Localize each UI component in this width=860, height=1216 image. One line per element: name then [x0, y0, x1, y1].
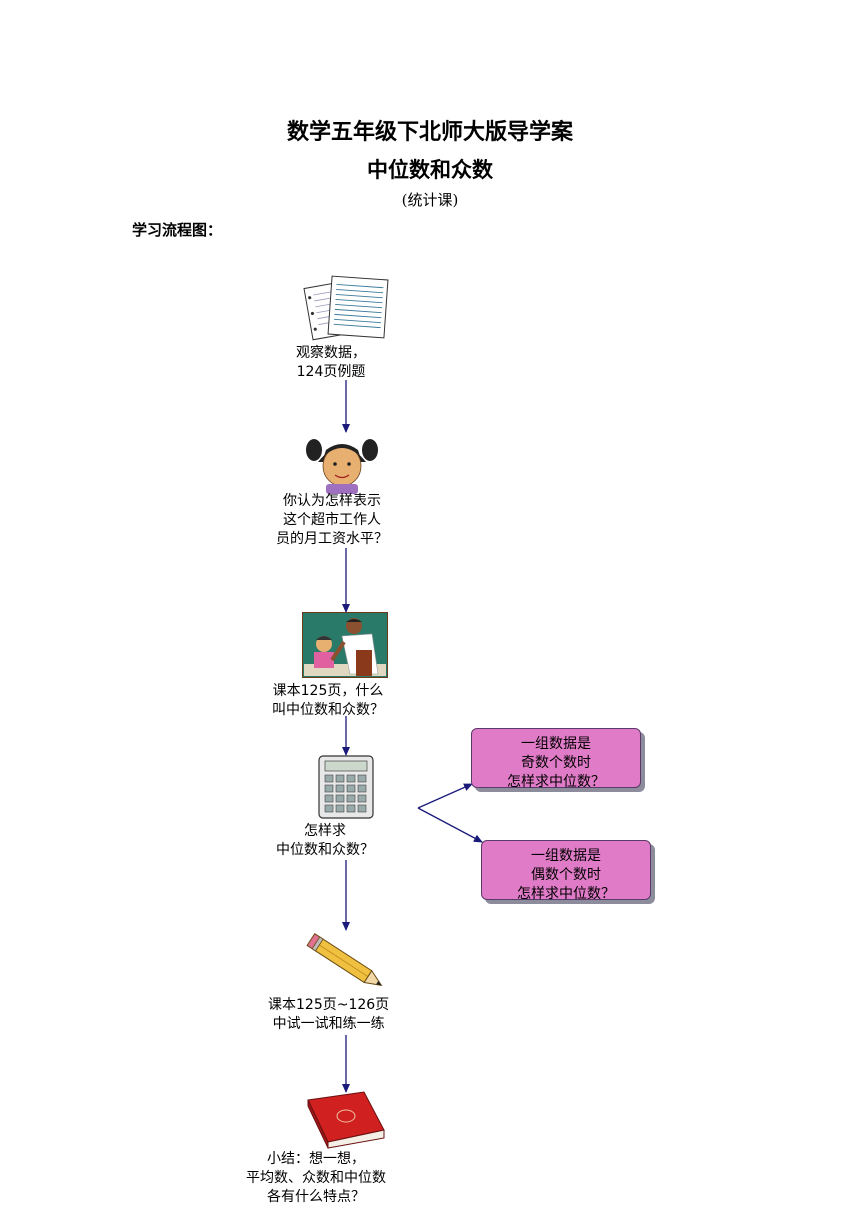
branch-line: 一组数据是	[531, 848, 601, 864]
branch-box-even: 一组数据是 偶数个数时 怎样求中位数？	[481, 840, 651, 902]
step-line: 你认为怎样表示	[283, 493, 381, 509]
step-line: 中位数和众数？	[276, 842, 374, 858]
step-how-to-find: 怎样求 中位数和众数？	[276, 822, 374, 860]
step-line: 各有什么特点？	[267, 1189, 365, 1205]
step-what-are-median-mode: 课本125页，什么 叫中位数和众数？	[272, 682, 384, 720]
teacher-student-icon	[302, 612, 388, 678]
lesson-type-note: (统计课)	[401, 191, 459, 209]
branch-line: 怎样求中位数？	[507, 774, 605, 790]
branch-arrow-odd	[417, 783, 473, 809]
pencil-icon	[306, 933, 383, 987]
page-subtitle: 中位数和众数	[367, 158, 493, 182]
step-line: 中试一试和练一练	[272, 1016, 385, 1032]
step-line: 平均数、众数和中位数	[246, 1170, 386, 1186]
book-icon	[307, 1091, 385, 1149]
step-line: 怎样求	[304, 823, 346, 839]
step-line: 124页例题	[296, 364, 366, 380]
branch-box-odd: 一组数据是 奇数个数时 怎样求中位数？	[471, 728, 641, 790]
step-line: 课本125页，什么	[272, 683, 384, 699]
step-line: 叫中位数和众数？	[272, 702, 384, 718]
section-label: 学习流程图：	[132, 221, 223, 239]
branch-line: 怎样求中位数？	[517, 886, 615, 902]
step-line: 员的月工资水平？	[276, 531, 388, 547]
step-practice: 课本125页~126页 中试一试和练一练	[268, 996, 389, 1034]
step-line: 课本125页~126页	[268, 997, 390, 1013]
calculator-icon	[318, 755, 374, 819]
branch-arrow-even	[417, 807, 483, 843]
step-line: 这个超市工作人	[283, 512, 381, 528]
step-summary: 小结：想一想， 平均数、众数和中位数 各有什么特点？	[246, 1150, 386, 1207]
step-question-wage: 你认为怎样表示 这个超市工作人 员的月工资水平？	[276, 492, 388, 549]
step-line: 小结：想一想，	[267, 1151, 365, 1167]
step-line: 观察数据，	[296, 345, 366, 361]
branch-line: 一组数据是	[521, 736, 591, 752]
branch-line: 偶数个数时	[531, 867, 601, 883]
page-title: 数学五年级下北师大版导学案	[286, 120, 573, 145]
branch-line: 奇数个数时	[521, 755, 591, 771]
papers-icon	[303, 275, 389, 341]
girl-icon	[306, 439, 378, 494]
step-observe-data: 观察数据， 124页例题	[296, 344, 366, 382]
